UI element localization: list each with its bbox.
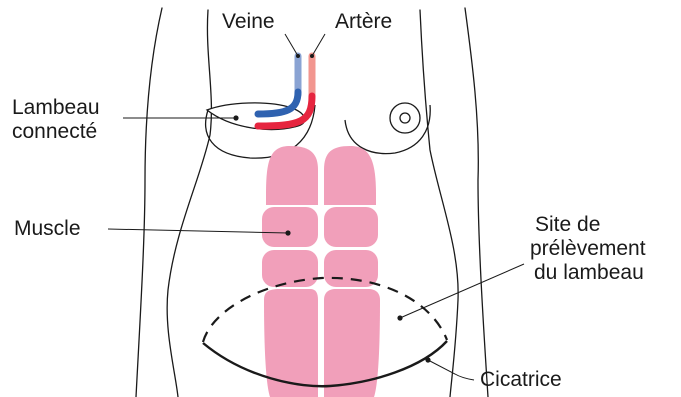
artere-leader (312, 34, 325, 56)
lambeau-dot (233, 115, 238, 120)
right-torso-outline (420, 10, 458, 397)
label-lambeau-line1: Lambeau (12, 96, 100, 119)
left-arm-outline (136, 8, 162, 397)
muscle-left-segment-2 (262, 207, 318, 247)
cicatrice-leader (428, 360, 474, 380)
right-breast-areola (390, 103, 420, 133)
rectus-muscles (262, 146, 380, 397)
muscle-left-segment-3 (262, 250, 318, 287)
muscle-left-segment-4 (264, 289, 318, 397)
label-artere: Artère (335, 10, 392, 33)
label-cicatrice: Cicatrice (480, 368, 562, 391)
label-site-line3: du lambeau (534, 261, 644, 284)
label-site-line1: Site de (535, 213, 600, 236)
muscle-right-segment-1 (324, 146, 376, 205)
label-lambeau-line2: connecté (12, 120, 97, 143)
muscle-right-segment-2 (324, 207, 378, 247)
right-arm-outline (465, 8, 488, 397)
label-veine: Veine (222, 10, 275, 33)
muscle-left-segment-1 (266, 146, 318, 205)
right-breast-outline (345, 105, 430, 154)
muscle-leader (108, 229, 288, 233)
right-breast-nipple (400, 113, 410, 123)
veine-leader (285, 34, 298, 56)
muscle-dot (285, 230, 290, 235)
site-dot (397, 315, 402, 320)
label-muscle: Muscle (14, 217, 81, 240)
label-site-line2: prélèvement (530, 237, 646, 260)
cicatrice-dot (425, 357, 430, 362)
muscle-right-segment-4 (324, 289, 380, 397)
site-leader (400, 264, 524, 318)
